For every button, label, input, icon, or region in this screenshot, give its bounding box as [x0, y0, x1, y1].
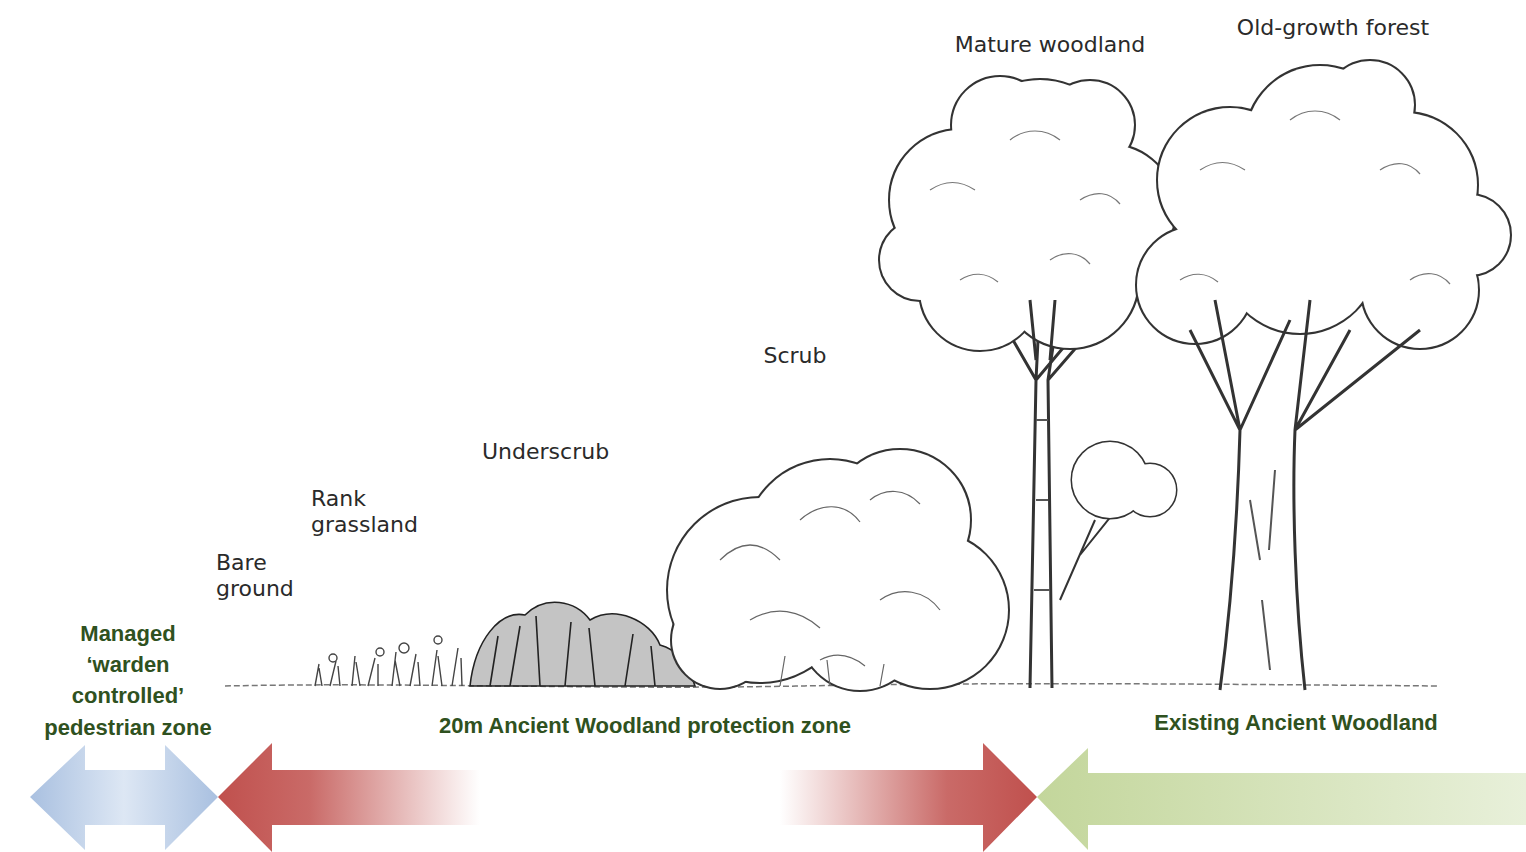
- protection-zone-arrow: [218, 743, 480, 852]
- protection-zone-arrow: [780, 743, 1037, 852]
- stage-label: Old-growth forest: [1216, 15, 1450, 41]
- zone-label: Existing Ancient Woodland: [1100, 710, 1492, 736]
- ancient-woodland-arrow: [1037, 748, 1526, 850]
- old-growth-tree-sketch: [1137, 61, 1510, 690]
- mature-tree-sketch: [880, 77, 1175, 688]
- zone-label: 20m Ancient Woodland protection zone: [360, 713, 930, 739]
- underscrub-sketch: [470, 602, 695, 686]
- scrub-sketch: [668, 450, 1008, 690]
- stage-label: Scrub: [745, 343, 845, 369]
- stage-label: Bare ground: [216, 550, 308, 603]
- pedestrian-zone-arrow: [30, 745, 218, 850]
- sapling-sketch: [1060, 442, 1176, 600]
- stage-label: Mature woodland: [930, 32, 1170, 58]
- stage-label: Rank grassland: [311, 486, 429, 539]
- zone-label: Managed ‘warden controlled’ pedestrian z…: [41, 618, 216, 743]
- rank-grassland-sketch: [315, 636, 462, 686]
- stage-label: Underscrub: [482, 439, 632, 465]
